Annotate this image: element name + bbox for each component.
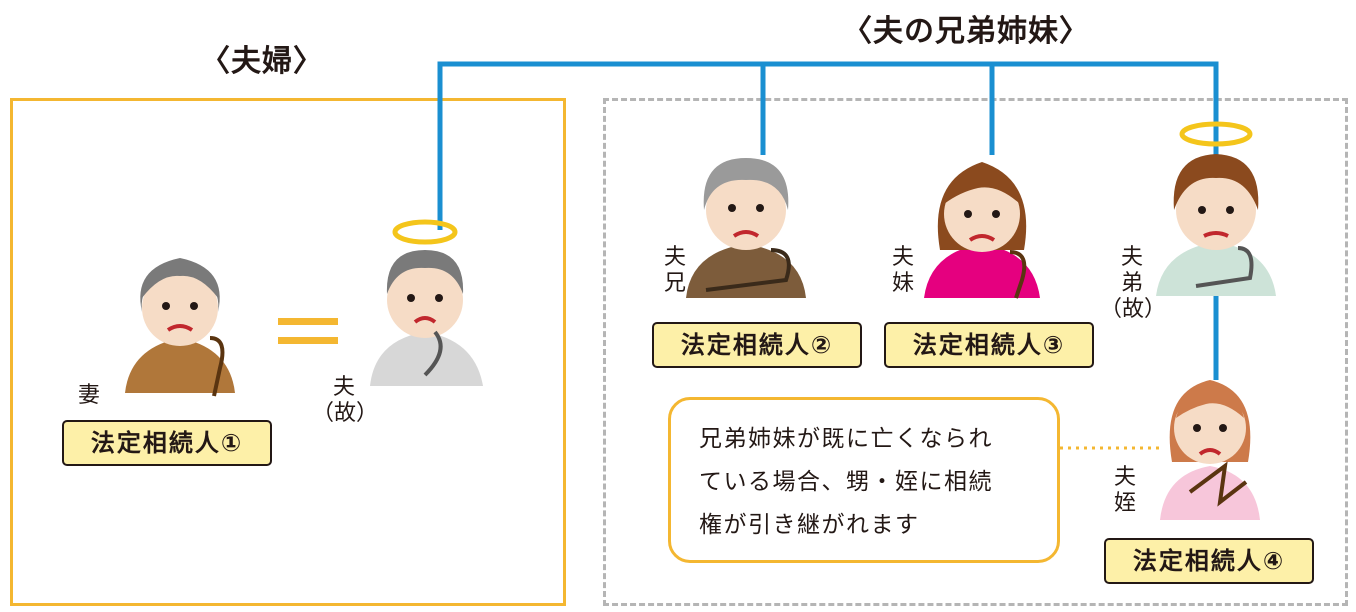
niece-label: 夫 姪	[1113, 465, 1136, 516]
note-line-3: 権が引き継がれます	[699, 512, 920, 538]
couple-frame	[10, 98, 566, 606]
siblings-title: 〈夫の兄弟姉妹〉	[842, 14, 1090, 49]
note-line-1: 兄弟姉妹が既に亡くなられ	[699, 426, 993, 452]
siblings-frame	[603, 98, 1348, 606]
girl-icon	[1160, 380, 1260, 520]
note-line-2: ている場合、甥・姪に相続	[699, 469, 993, 495]
heir-badge-2: 法定相続人②	[652, 322, 862, 368]
couple-title: 〈夫婦〉	[200, 44, 324, 79]
deceased-elderly-man-icon	[370, 219, 483, 386]
wife-label: 妻	[78, 383, 101, 408]
younger-brother-label: 夫 弟 （故）	[1100, 245, 1167, 322]
elderly-man-icon	[686, 158, 806, 298]
deceased-man-icon	[1156, 121, 1276, 296]
younger-sister-label: 夫 妹	[891, 245, 914, 296]
equals-sign-icon	[278, 318, 338, 356]
older-brother-label: 夫 兄	[663, 245, 686, 296]
heir-badge-4: 法定相続人④	[1104, 538, 1314, 584]
husband-label: 夫 （故）	[312, 375, 379, 426]
elderly-woman-icon	[125, 258, 235, 397]
inheritance-note: 兄弟姉妹が既に亡くなられ ている場合、甥・姪に相続 権が引き継がれます	[668, 397, 1060, 563]
heir-badge-3: 法定相続人③	[884, 322, 1094, 368]
heir-badge-1: 法定相続人①	[62, 420, 272, 466]
woman-icon	[924, 162, 1040, 299]
